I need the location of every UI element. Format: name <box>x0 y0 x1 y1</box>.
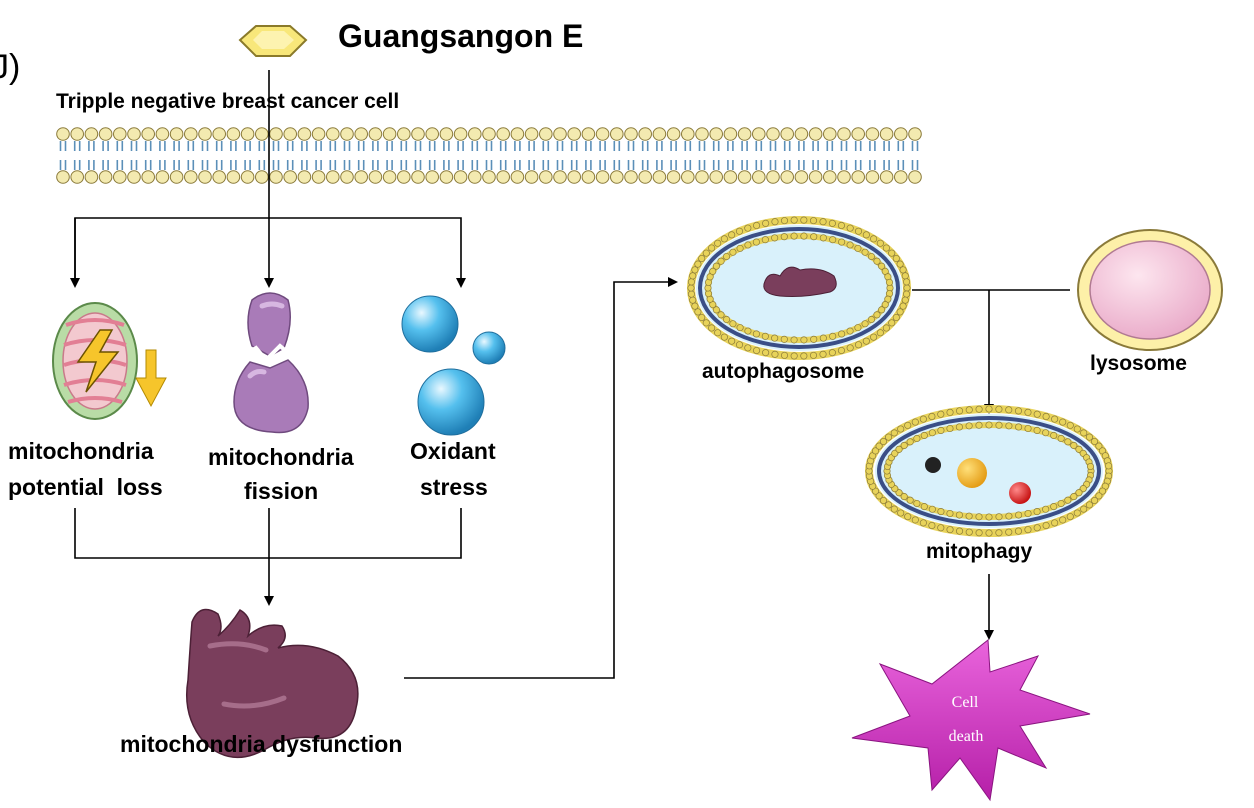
label-cell-death-line1: Cell <box>951 694 979 711</box>
oxidant-droplets-icon <box>401 295 506 436</box>
label-dysfunction: mitochondria dysfunction <box>120 731 403 757</box>
mitophagy-membrane-beads <box>865 405 1113 537</box>
label-fission-line2: fission <box>244 478 319 504</box>
label-lysosome: lysosome <box>1090 352 1187 375</box>
label-oxidant-line2: stress <box>420 474 488 500</box>
autophagosome-inner-beads <box>704 232 894 344</box>
mitochondria-fission-icon <box>233 292 309 434</box>
mitochondria-potential-loss-icon <box>52 302 167 420</box>
cell-membrane <box>56 127 922 184</box>
cell-label: Tripple negative breast cancer cell <box>56 90 400 113</box>
compound-name: Guangsangon E <box>338 18 584 54</box>
hexagon-icon <box>238 25 308 57</box>
label-potential-loss-line2: potential loss <box>8 474 163 500</box>
label-mitophagy: mitophagy <box>926 540 1033 563</box>
mitophagy-inner-beads <box>883 421 1095 521</box>
label-potential-loss-line1: mitochondria <box>8 438 154 464</box>
pathway-arrows <box>70 70 1070 679</box>
lysosome-icon <box>1077 229 1223 351</box>
autophagosome-membrane-beads <box>687 216 911 360</box>
label-cell-death-line2: death <box>948 728 984 745</box>
label-fission-line1: mitochondria <box>208 444 354 470</box>
label-oxidant-line1: Oxidant <box>410 438 496 464</box>
cell-death-starburst-icon <box>851 639 1091 802</box>
label-autophagosome: autophagosome <box>702 360 865 383</box>
panel-label: J) <box>0 48 21 86</box>
mitochondria-dysfunction-icon <box>185 608 359 759</box>
